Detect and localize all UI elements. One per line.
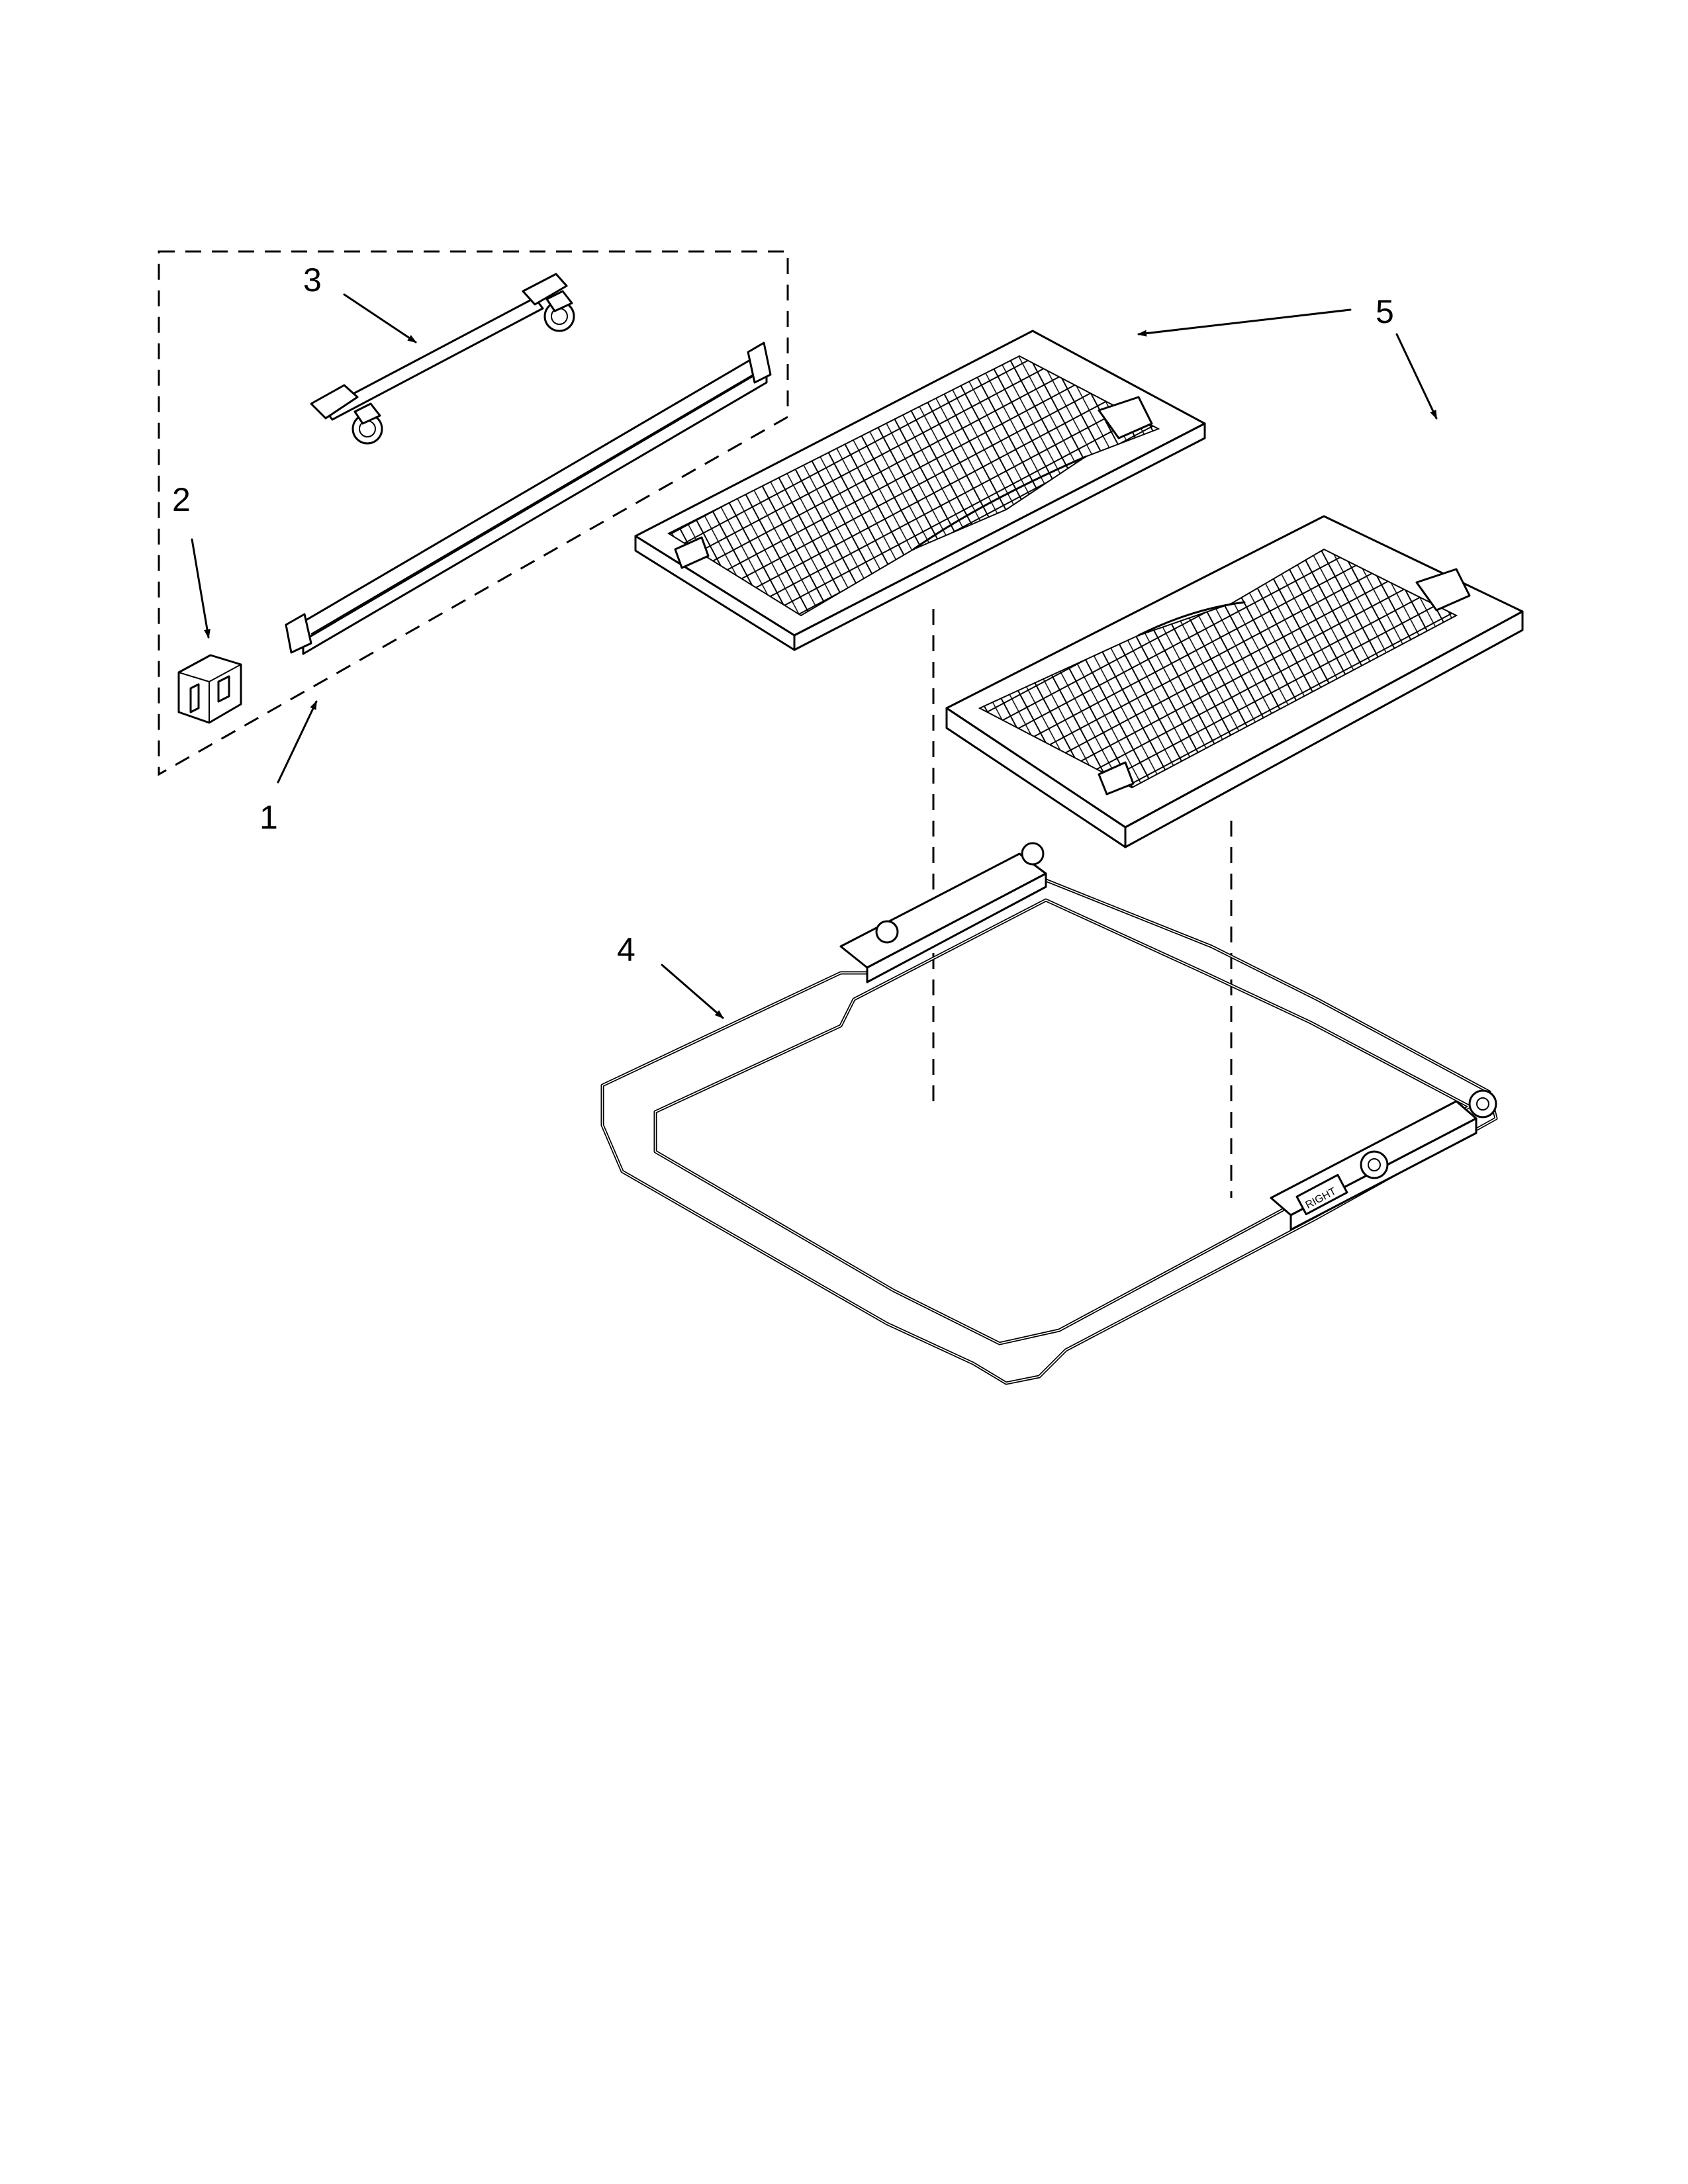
callout-5b-leader xyxy=(1395,333,1438,420)
tine-basket-upper-part xyxy=(634,330,1206,651)
kit-group-dashed-outline xyxy=(158,250,789,776)
callout-3-leader xyxy=(343,293,417,343)
callout-5a-leader xyxy=(1137,308,1352,337)
callout-4-leader xyxy=(661,964,724,1019)
callout-2-leader xyxy=(191,538,211,639)
rack-wheel-axle-part xyxy=(310,273,575,445)
callout-5: 5 xyxy=(1376,293,1394,330)
tine-basket-lower-part xyxy=(945,515,1524,848)
callout-3: 3 xyxy=(303,261,322,298)
callout-4: 4 xyxy=(617,931,635,968)
rack-rail-part xyxy=(285,341,772,655)
callout-1-leader xyxy=(277,700,318,784)
rail-end-cap-part xyxy=(177,654,242,724)
callout-2: 2 xyxy=(172,481,191,518)
callout-1: 1 xyxy=(259,799,278,836)
wire-rack-frame-part: RIGHT xyxy=(600,842,1498,1385)
